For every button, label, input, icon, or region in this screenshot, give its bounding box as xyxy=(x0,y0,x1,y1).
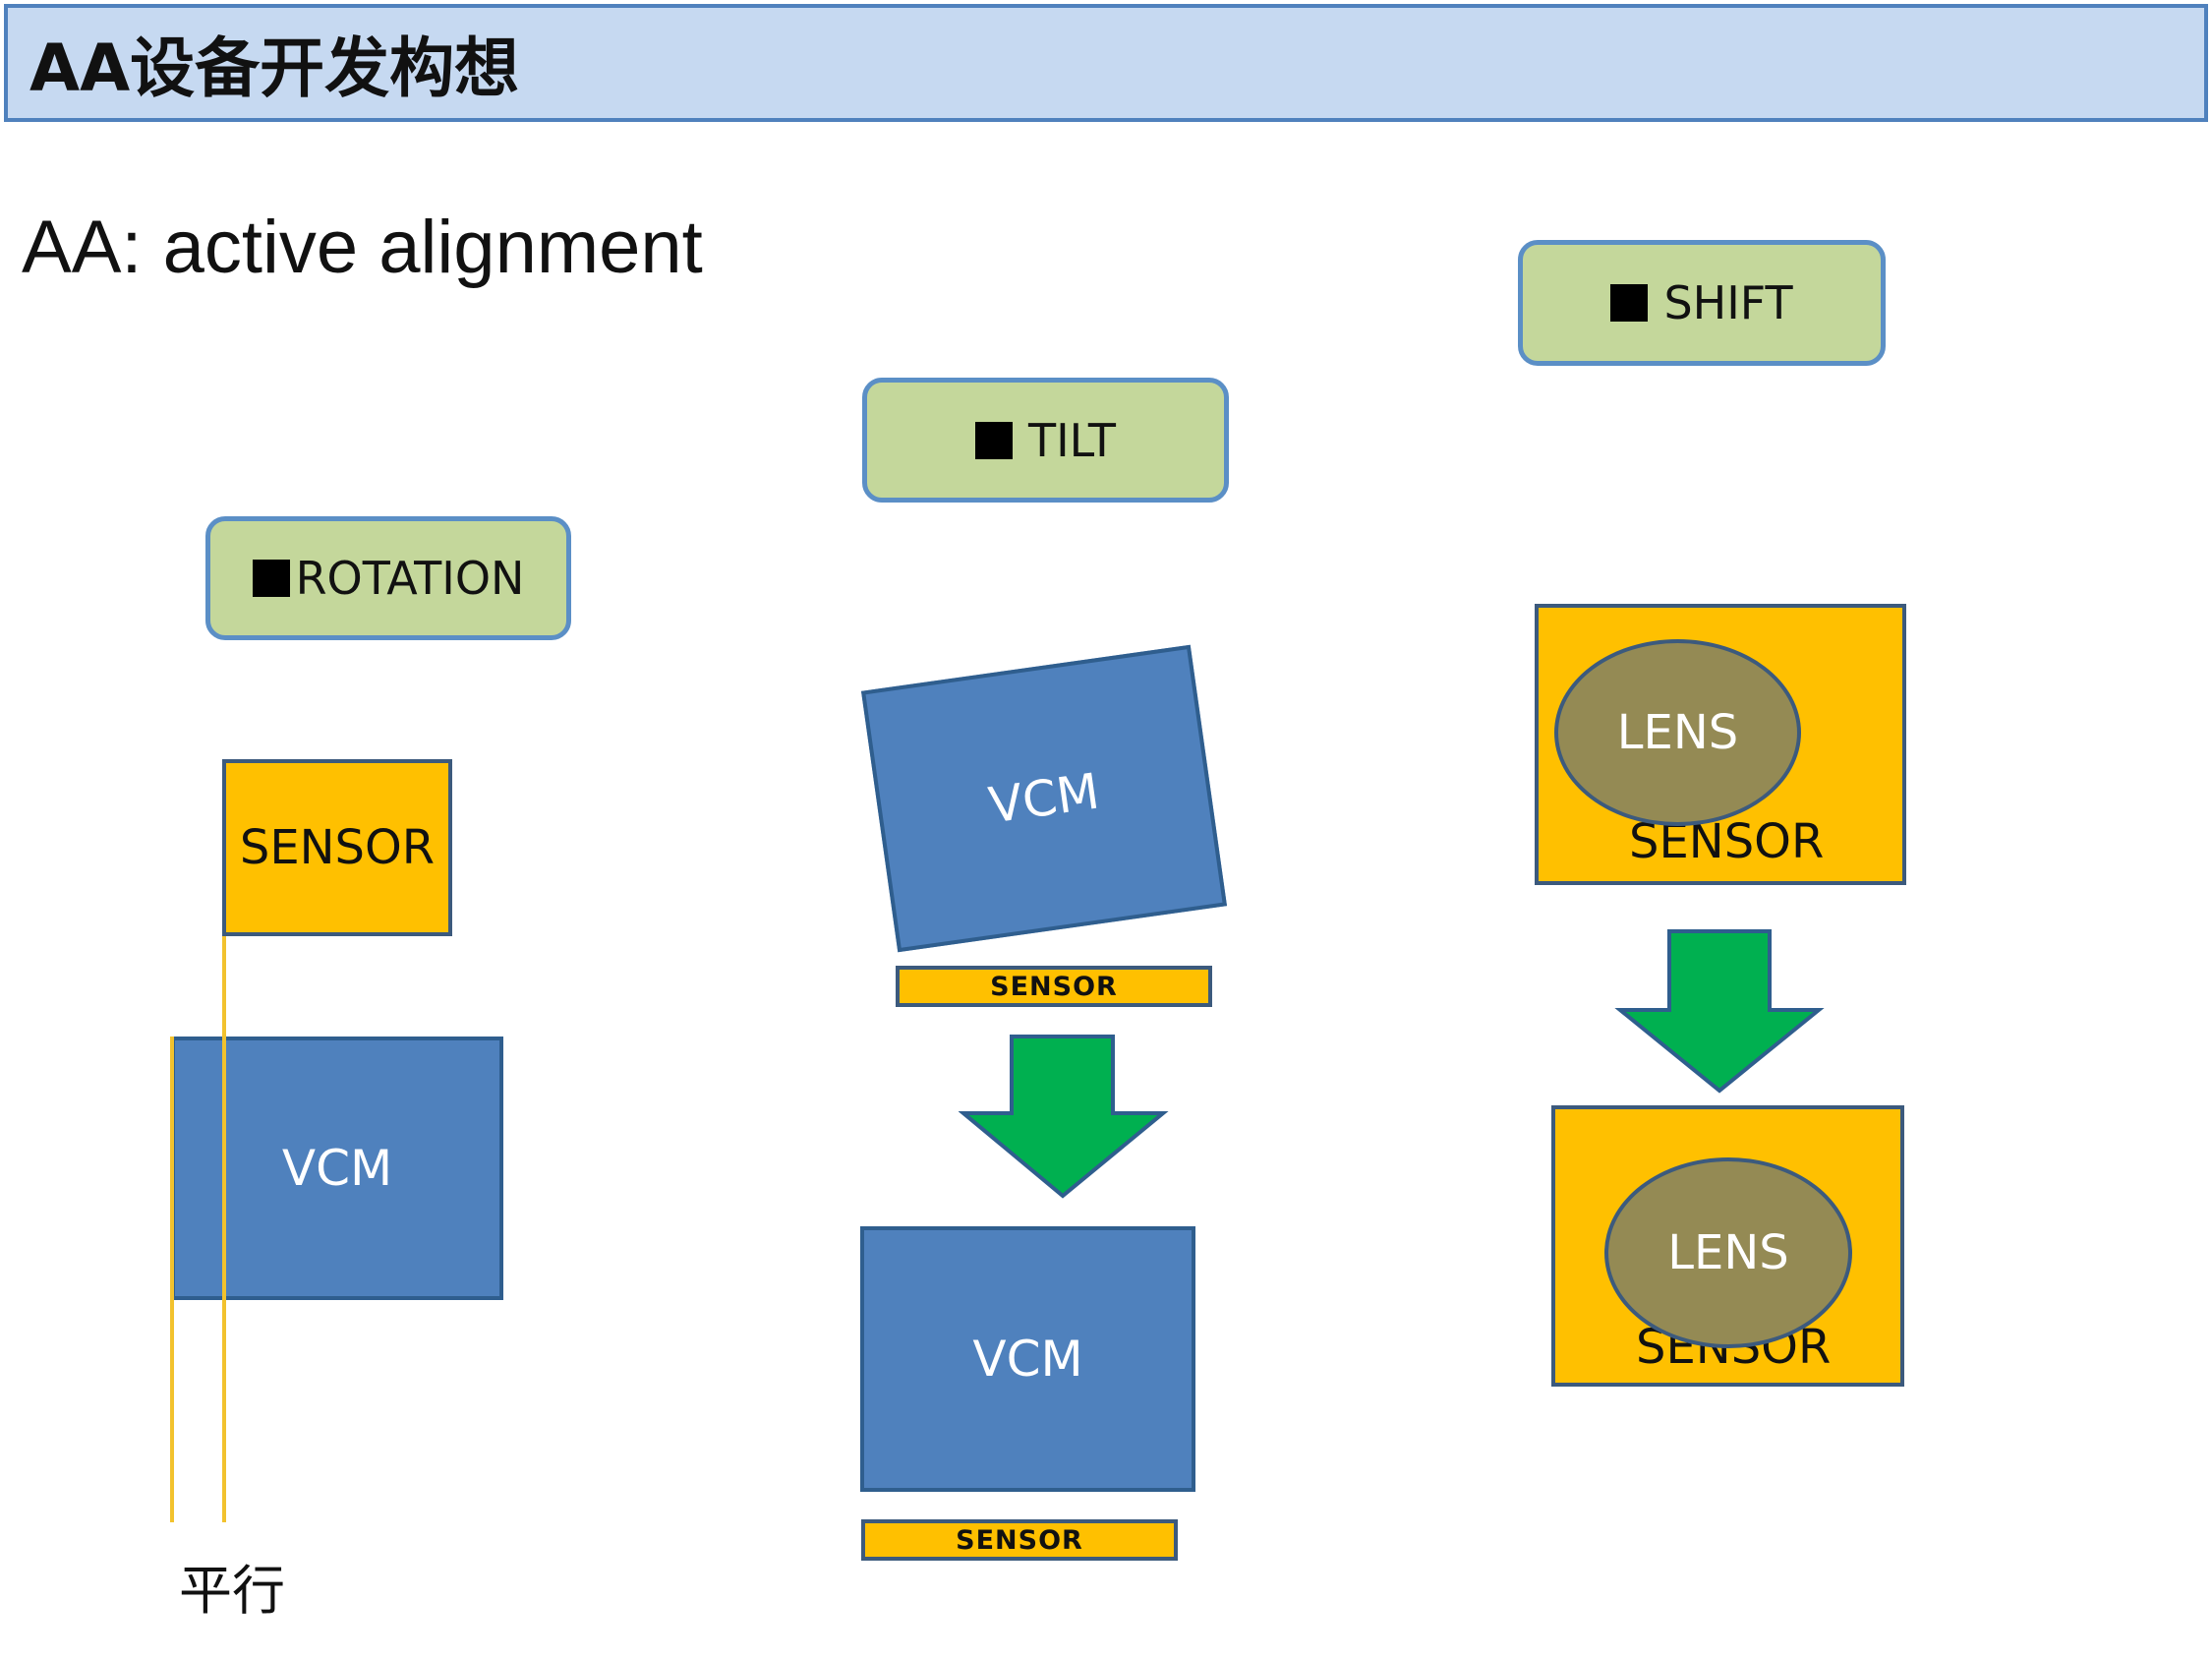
tilt-label-box: TILT xyxy=(862,378,1229,503)
square-bullet-icon xyxy=(252,560,290,597)
square-bullet-icon xyxy=(1610,284,1649,322)
rotation-vcm: VCM xyxy=(171,1037,503,1300)
page-title: AA设备开发构想 xyxy=(29,30,520,106)
rotation-sensor: SENSOR xyxy=(222,759,452,936)
shift-label-box: SHIFT xyxy=(1518,240,1886,366)
tilt-down-arrow xyxy=(959,1035,1169,1199)
shift-label: SHIFT xyxy=(1663,276,1793,329)
tilt-sensor-strip-top: SENSOR xyxy=(896,966,1212,1007)
parallel-guide-line-left xyxy=(170,1037,174,1522)
tilt-vcm-aligned-label: VCM xyxy=(972,1331,1083,1388)
tilt-sensor-strip-top-label: SENSOR xyxy=(990,971,1118,1002)
shift-before-group: SENSOR LENS xyxy=(1535,604,1906,885)
parallel-guide-line-right xyxy=(222,936,226,1522)
shift-down-arrow xyxy=(1614,929,1825,1094)
down-arrow-icon xyxy=(959,1035,1169,1199)
tilt-vcm-tilted-label: VCM xyxy=(985,762,1103,835)
shift-after-lens-label: LENS xyxy=(1667,1225,1789,1280)
rotation-label: ROTATION xyxy=(295,552,525,605)
shift-after-lens: LENS xyxy=(1604,1157,1852,1348)
square-bullet-icon xyxy=(974,421,1013,459)
down-arrow-icon xyxy=(1614,929,1825,1094)
rotation-label-box: ROTATION xyxy=(205,516,571,640)
tilt-vcm-tilted: VCM xyxy=(860,644,1228,953)
rotation-sensor-label: SENSOR xyxy=(239,820,436,875)
shift-before-lens: LENS xyxy=(1554,639,1801,826)
tilt-sensor-strip-bottom: SENSOR xyxy=(861,1519,1178,1561)
parallel-label: 平行 xyxy=(179,1560,285,1622)
shift-after-group: SENSOR LENS xyxy=(1551,1105,1904,1387)
shift-before-lens-label: LENS xyxy=(1616,705,1739,760)
tilt-vcm-aligned: VCM xyxy=(860,1226,1195,1492)
header-bar: AA设备开发构想 xyxy=(4,4,2208,122)
tilt-label: TILT xyxy=(1027,413,1117,467)
tilt-sensor-strip-bottom-label: SENSOR xyxy=(956,1524,1083,1556)
subtitle: AA: active alignment xyxy=(22,206,703,289)
rotation-vcm-label: VCM xyxy=(281,1140,393,1197)
